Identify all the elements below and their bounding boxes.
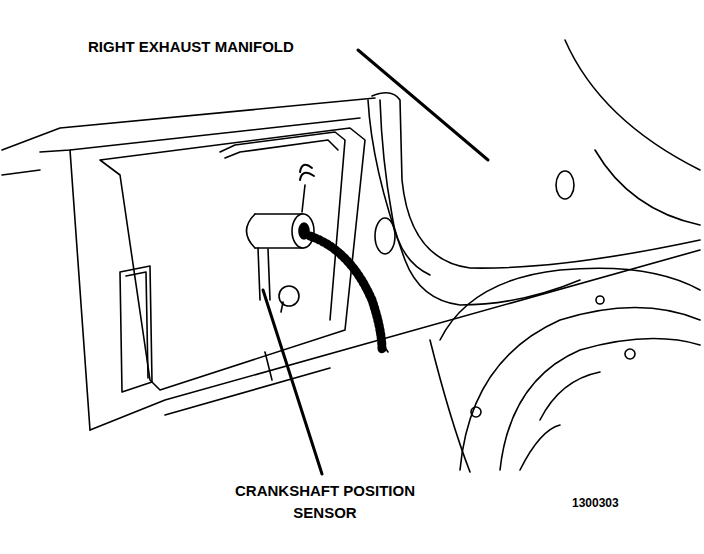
- part-label: RIGHT EXHAUST MANIFOLD: [88, 36, 294, 58]
- part-label: CRANKSHAFT POSITION SENSOR: [210, 480, 440, 524]
- figure-number: 1300303: [572, 495, 619, 512]
